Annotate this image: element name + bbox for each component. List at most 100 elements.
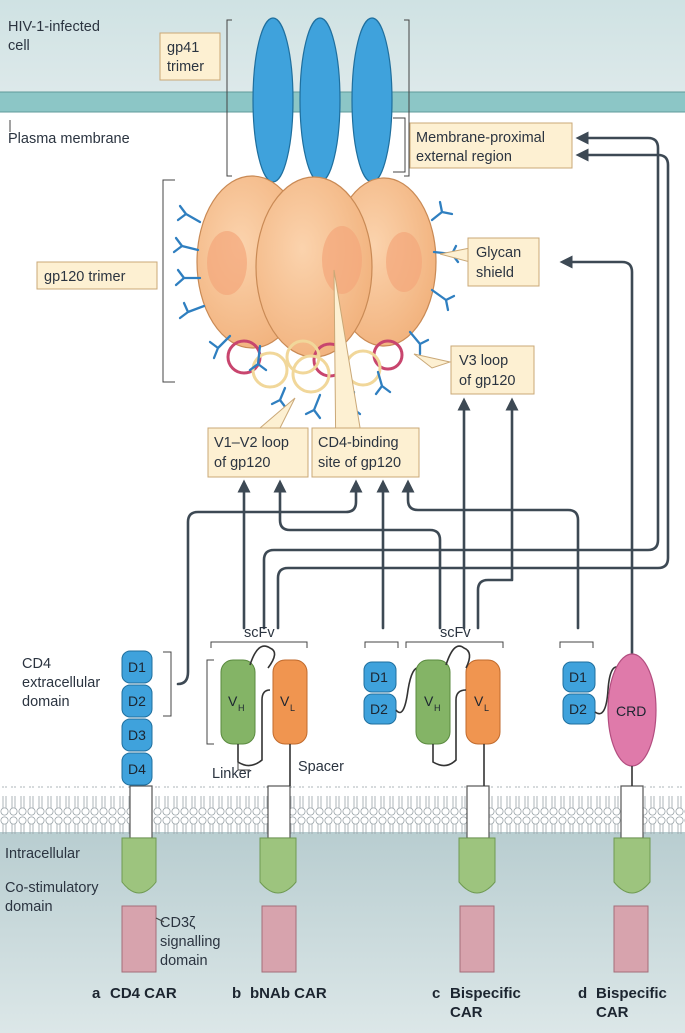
costim-label-line1: Co-stimulatory xyxy=(5,880,99,896)
gp41-subunit xyxy=(351,17,393,183)
v1v2-loops xyxy=(251,339,382,394)
svg-text:scFv: scFv xyxy=(440,625,471,641)
scfv-brackets: scFv scFv xyxy=(163,625,594,745)
binding-arrows xyxy=(176,131,670,686)
svg-text:Membrane-proximal: Membrane-proximal xyxy=(416,130,545,146)
cd3z-pointer xyxy=(155,917,165,923)
v1v2-label: V1–V2 loop of gp120 xyxy=(207,427,309,478)
svg-text:b: b xyxy=(232,985,241,1002)
gp41-subunit xyxy=(299,17,341,183)
svg-text:V3 loop: V3 loop xyxy=(459,353,508,369)
svg-text:V: V xyxy=(424,693,434,709)
car-a-cd4: D1 D2 D3 D4 xyxy=(121,650,157,973)
svg-text:CAR: CAR xyxy=(450,1004,483,1021)
v3-label: V3 loop of gp120 xyxy=(450,345,535,395)
svg-text:V: V xyxy=(474,693,484,709)
arrow-a-cd4bs xyxy=(176,479,363,686)
svg-text:CD4-binding: CD4-binding xyxy=(318,435,399,451)
svg-text:H: H xyxy=(238,703,245,713)
panel-a-title: a CD4 CAR xyxy=(92,985,177,1002)
svg-text:CAR: CAR xyxy=(596,1004,629,1021)
gp41-bracket-right xyxy=(404,19,410,177)
svg-text:shield: shield xyxy=(476,265,514,281)
panel-b-title: b bNAb CAR xyxy=(232,985,327,1002)
arrow-c-v1v2 xyxy=(273,479,442,630)
svg-text:L: L xyxy=(484,703,489,713)
hiv-cell-label-line1: HIV-1-infected xyxy=(8,19,100,35)
cd4-ext-label-line3: domain xyxy=(22,694,70,710)
svg-text:trimer: trimer xyxy=(167,59,204,75)
car-c-bispecific: D1 D2 V H V L xyxy=(363,645,501,973)
svg-text:Bispecific: Bispecific xyxy=(450,985,521,1002)
costim-label-line2: domain xyxy=(5,899,53,915)
d4-domain xyxy=(121,752,153,786)
svg-text:Bispecific: Bispecific xyxy=(596,985,667,1002)
gp120-trimer-label: gp120 trimer xyxy=(36,261,158,290)
gp41-bracket xyxy=(226,19,232,177)
svg-text:L: L xyxy=(290,703,295,713)
gp41-trimer xyxy=(252,17,393,183)
svg-text:d: d xyxy=(578,985,587,1002)
svg-text:V: V xyxy=(228,693,238,709)
spacer-label: Spacer xyxy=(298,759,344,775)
cd4-ext-label-line1: CD4 xyxy=(22,656,51,672)
svg-text:D1: D1 xyxy=(569,669,587,685)
svg-text:D2: D2 xyxy=(128,693,146,709)
plasma-membrane xyxy=(0,92,685,112)
arrow-b-cd4bs xyxy=(276,148,670,630)
svg-text:CD4 CAR: CD4 CAR xyxy=(110,985,177,1002)
svg-text:H: H xyxy=(434,703,441,713)
svg-text:c: c xyxy=(432,985,440,1002)
d1-domain xyxy=(121,650,153,684)
gp120-bracket xyxy=(162,179,175,383)
car-d-bispecific: D1 D2 CRD xyxy=(562,653,657,973)
cd4-ext-label-line2: extracellular xyxy=(22,675,100,691)
hiv-cell-region xyxy=(0,0,685,92)
mper-label: Membrane-proximal external region xyxy=(409,122,573,169)
gp41-subunit xyxy=(252,17,294,183)
svg-text:gp120 trimer: gp120 trimer xyxy=(44,269,126,285)
t-cell-membrane xyxy=(0,786,685,834)
svg-text:Glycan: Glycan xyxy=(476,245,521,261)
svg-text:of gp120: of gp120 xyxy=(459,373,515,389)
hiv-cell-label-line2: cell xyxy=(8,38,30,54)
svg-text:bNAb CAR: bNAb CAR xyxy=(250,985,327,1002)
cd3z-label-line1: CD3ζ xyxy=(160,915,196,931)
cd4bs-label: CD4-binding site of gp120 xyxy=(311,427,420,478)
intracellular-region xyxy=(0,832,685,1033)
svg-text:a: a xyxy=(92,985,101,1002)
svg-text:site of gp120: site of gp120 xyxy=(318,455,401,471)
svg-text:of gp120: of gp120 xyxy=(214,455,270,471)
arrow-d-d1-cd4bs xyxy=(401,479,580,630)
d3-domain xyxy=(121,718,153,752)
panel-c-title: c Bispecific CAR xyxy=(432,985,521,1021)
gp41-label: gp41 trimer xyxy=(159,32,221,81)
svg-text:scFv: scFv xyxy=(244,625,275,641)
svg-text:gp41: gp41 xyxy=(167,40,199,56)
gp120-trimer xyxy=(196,175,437,358)
svg-text:D2: D2 xyxy=(370,701,388,717)
svg-text:D4: D4 xyxy=(128,761,146,777)
svg-text:D2: D2 xyxy=(569,701,587,717)
svg-text:external region: external region xyxy=(416,149,512,165)
svg-text:D1: D1 xyxy=(128,659,146,675)
svg-text:V: V xyxy=(280,693,290,709)
mper-bracket xyxy=(393,117,406,173)
svg-text:D1: D1 xyxy=(370,669,388,685)
linker-label: Linker xyxy=(212,766,252,782)
arrow-d-crd-glycan xyxy=(559,255,634,674)
svg-text:D3: D3 xyxy=(128,727,146,743)
plasma-membrane-label: Plasma membrane xyxy=(8,131,130,147)
v3-pointer xyxy=(413,353,452,369)
d2-domain xyxy=(121,684,153,718)
panel-d-title: d Bispecific CAR xyxy=(578,985,667,1021)
svg-text:V1–V2 loop: V1–V2 loop xyxy=(214,435,289,451)
arrow-b-mper xyxy=(262,131,660,630)
car-b-bnab: V H V L xyxy=(220,645,308,973)
linker-pointer xyxy=(237,760,250,771)
cd3z-label-line3: domain xyxy=(160,953,208,969)
arrow-c-v3b xyxy=(476,397,519,630)
cd3z-label-line2: signalling xyxy=(160,934,220,950)
